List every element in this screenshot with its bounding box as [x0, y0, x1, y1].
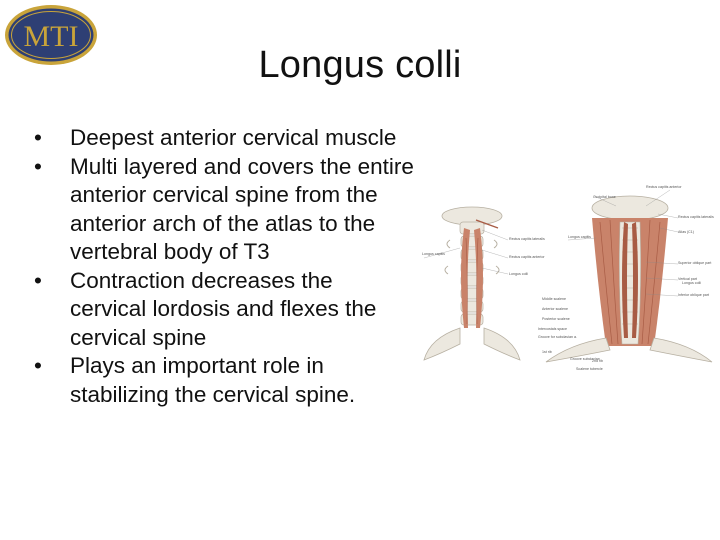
anatomy-illustration: Longus capitis Rectus capitis lateralis … — [420, 178, 714, 382]
figure-label: Posterior scalene — [542, 317, 570, 321]
bullet-item: • Multi layered and covers the entire ant… — [34, 153, 414, 267]
figure-label: Inferior oblique part — [678, 293, 709, 297]
figure-label: Vertical part — [678, 277, 697, 281]
bullet-dot: • — [34, 125, 42, 150]
bullet-item: • Deepest anterior cervical muscle — [34, 124, 414, 153]
figure-label: Middle scalene — [542, 297, 566, 301]
figure-label: Longus colli — [509, 272, 528, 276]
bullet-dot: • — [34, 153, 42, 179]
figure-label: Scalene tubercle — [576, 367, 603, 371]
figure-label: Rectus capitis anterior — [509, 255, 545, 259]
figure-label: Superior oblique part — [678, 261, 711, 265]
right-neck-illustration: Occipital bone Rectus capitis anterior R… — [538, 185, 714, 371]
slide-title: Longus colli — [258, 44, 462, 86]
figure-label: Groove for subclavian a. — [538, 335, 577, 339]
figure-label: Longus colli — [682, 281, 701, 285]
logo-text: MTI — [24, 20, 79, 53]
figure-label: Longus capitis — [422, 252, 445, 256]
figure-label: Atlas (C1) — [678, 230, 694, 234]
bullet-list: • Deepest anterior cervical muscle • Multi… — [34, 124, 414, 409]
figure-label: Groove subclavian — [570, 357, 600, 361]
figure-label: Rectus capitis lateralis — [509, 237, 545, 241]
figure-label: Anterior scalene — [542, 307, 568, 311]
figure-label: Occipital bone — [593, 195, 616, 199]
cervical-muscles-illustration: Longus capitis Rectus capitis lateralis … — [422, 185, 714, 371]
bullet-text: Contraction decreases the cervical lordo… — [70, 267, 377, 350]
figure-label: Rectus capitis anterior — [646, 185, 682, 189]
bullet-item: • Plays an important role in stabilizing … — [34, 352, 414, 409]
left-spine-illustration: Longus capitis Rectus capitis lateralis … — [422, 206, 545, 361]
figure-label: Rectus capitis lateralis — [678, 215, 714, 219]
figure-label: 2nd rib — [592, 359, 603, 363]
mti-logo-graphic: MTI — [5, 5, 97, 65]
mti-logo: MTI — [2, 2, 100, 68]
figure-label: 1st rib — [542, 350, 552, 354]
bullet-dot: • — [34, 267, 42, 293]
bullet-item: • Contraction decreases the cervical lord… — [34, 267, 414, 353]
bullet-text: Multi layered and covers the entire ante… — [70, 153, 414, 265]
bullet-dot: • — [34, 353, 42, 378]
figure-label: Intercostals space — [538, 327, 567, 331]
bullet-text: Plays an important role in stabilizing t… — [70, 353, 356, 407]
figure-label: Longus capitis — [568, 235, 591, 239]
bullet-text: Deepest anterior cervical muscle — [70, 125, 397, 150]
